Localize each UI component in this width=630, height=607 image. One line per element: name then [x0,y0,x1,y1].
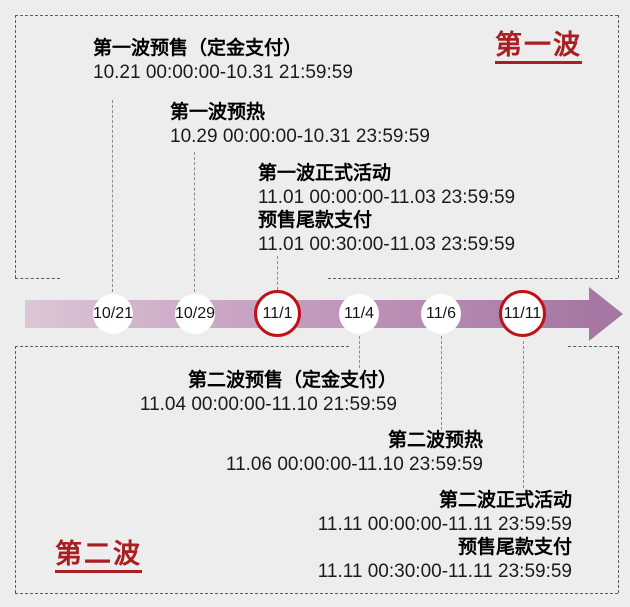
timeline-node-11-11: 11/11 [499,290,546,337]
event-dates: 10.21 00:00:00-10.31 21:59:59 [93,61,353,83]
event-title: 第一波预热 [170,102,266,123]
event-block-wave2-warmup: 第二波预热 11.06 00:00:00-11.10 23:59:59 [226,429,483,476]
timeline-node-11-04: 11/4 [339,294,379,334]
node-label: 11/1 [262,304,293,322]
connector-line-10-21 [112,100,113,292]
event-block-wave1-main: 第一波正式活动 11.01 00:00:00-11.03 23:59:59 预售… [258,162,515,256]
event-dates: 11.01 00:30:00-11.03 23:59:59 [258,233,516,255]
event-title: 第二波预售（定金支付） [187,370,397,391]
event-title: 预售尾款支付 [457,537,572,558]
wave1-box-border-bottom-right [328,278,618,279]
wave2-box-border-left [15,346,16,593]
wave1-box-border-left [15,15,16,278]
arrow-head-icon [589,287,623,341]
connector-line-10-29 [194,152,195,292]
event-block-wave2-presale: 第二波预售（定金支付） 11.04 00:00:00-11.10 21:59:5… [140,369,397,416]
connector-line-11-01 [277,256,278,290]
event-dates: 10.29 00:00:00-10.31 23:59:59 [170,125,430,147]
node-label: 11/11 [503,304,542,322]
event-title: 第二波正式活动 [438,490,572,511]
connector-line-11-06 [441,336,442,430]
wave2-box-border-top-right [568,346,618,347]
timeline-node-11-06: 11/6 [421,294,461,334]
connector-line-11-04 [359,336,360,368]
event-title: 第一波正式活动 [258,163,392,184]
timeline-node-11-01: 11/1 [254,290,301,337]
wave1-box-border-bottom-left [15,278,60,279]
wave1-box-border-right [618,15,619,278]
event-dates: 11.06 00:00:00-11.10 23:59:59 [225,453,483,475]
event-title: 预售尾款支付 [258,210,373,231]
event-block-wave1-presale: 第一波预售（定金支付） 10.21 00:00:00-10.31 21:59:5… [93,37,353,84]
wave2-box-border-right [618,346,619,593]
wave2-title: 第二波 [55,539,142,573]
event-block-wave2-main: 第二波正式活动 11.11 00:00:00-11.11 23:59:59 预售… [318,489,572,583]
node-label: 11/4 [344,305,374,322]
wave1-box-border-top [15,15,618,16]
node-label: 11/6 [426,305,456,322]
event-dates: 11.01 00:00:00-11.03 23:59:59 [258,186,516,208]
event-block-wave1-warmup: 第一波预热 10.29 00:00:00-10.31 23:59:59 [170,101,430,148]
event-dates: 11.11 00:30:00-11.11 23:59:59 [317,560,572,582]
event-title: 第一波预售（定金支付） [93,38,303,59]
event-title: 第二波预热 [387,430,483,451]
wave1-title: 第一波 [495,30,582,64]
event-dates: 11.04 00:00:00-11.10 21:59:59 [139,393,397,415]
timeline-node-10-21: 10/21 [93,294,133,334]
timeline-node-10-29: 10/29 [175,294,215,334]
event-dates: 11.11 00:00:00-11.11 23:59:59 [317,513,572,535]
node-label: 10/29 [174,305,216,322]
node-label: 10/21 [92,305,134,322]
wave2-box-border-bottom [15,593,618,594]
connector-line-11-11 [523,341,524,488]
wave2-box-border-top-left [15,346,349,347]
